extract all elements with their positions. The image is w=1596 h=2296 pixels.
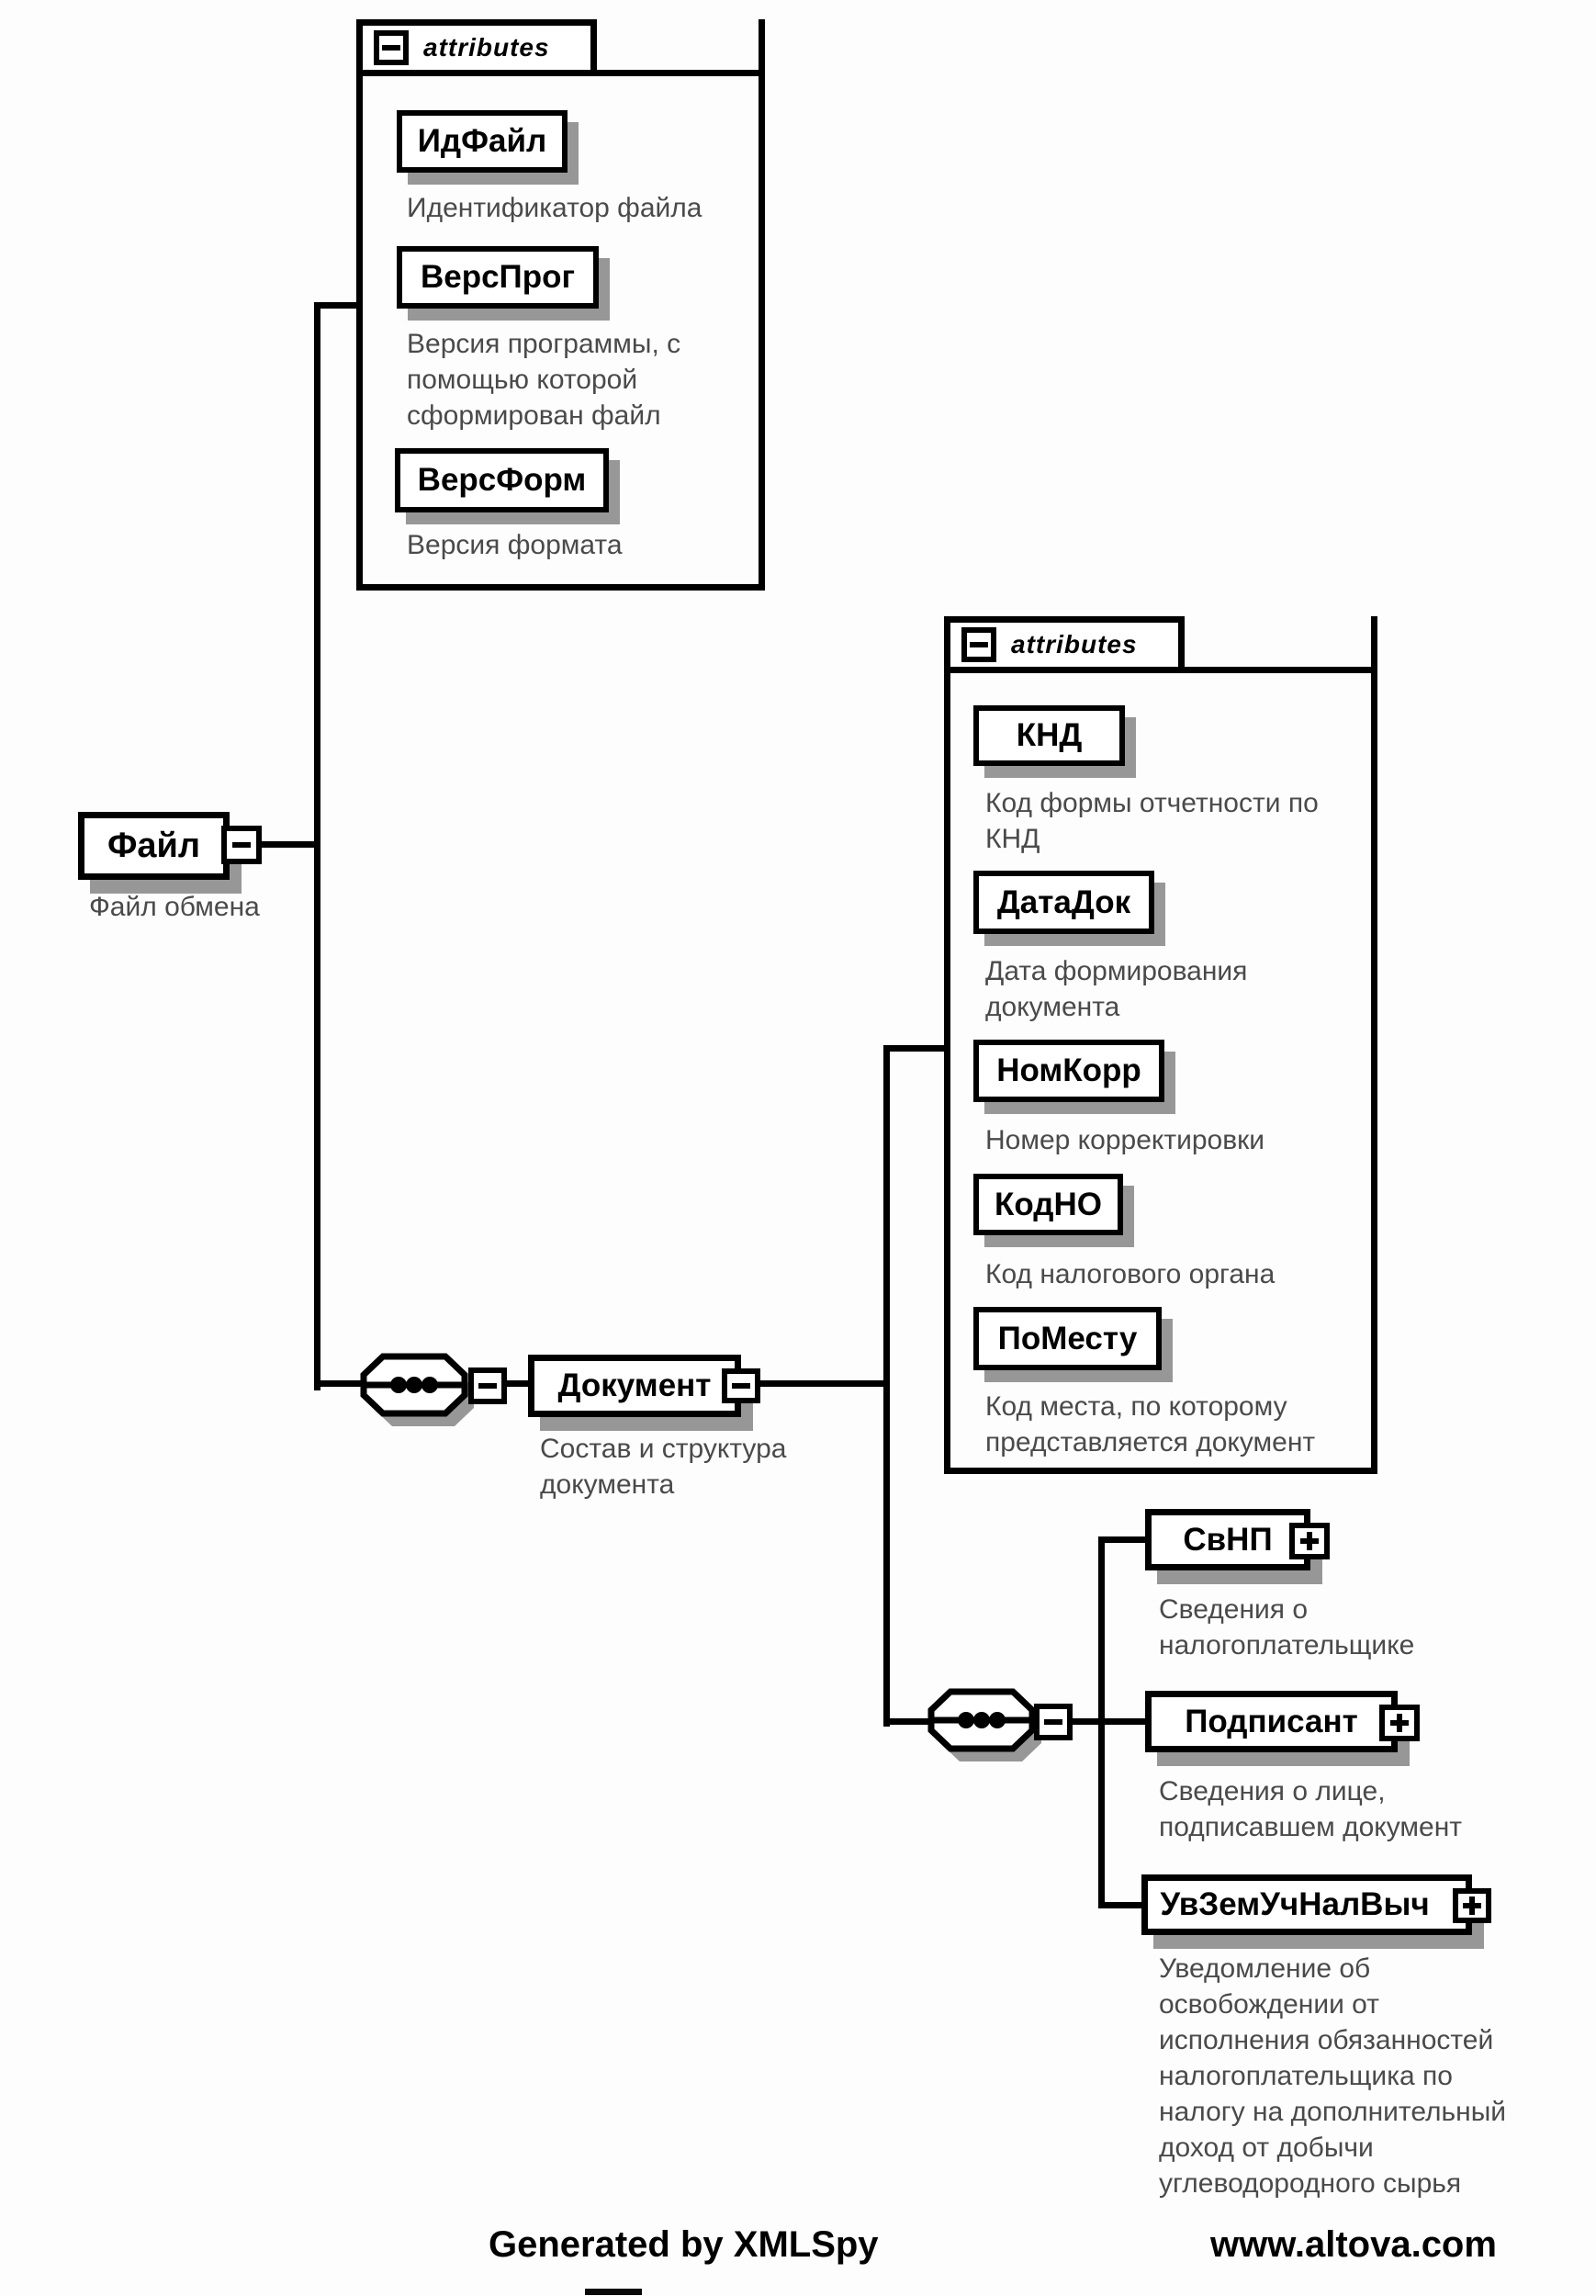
attr-idfile-box[interactable]: ИдФайл	[397, 110, 568, 173]
element-uvzemuchnalvych-box[interactable]: УвЗемУчНалВыч	[1141, 1874, 1472, 1935]
element-uvzemuchnalvych-annotation: Уведомление об освобождении от исполнени…	[1159, 1953, 1507, 2199]
element-uvzemuchnalvych-name: УвЗемУчНалВыч	[1160, 1886, 1430, 1922]
expand-icon[interactable]	[1453, 1888, 1491, 1923]
attributes-tab: attributes	[356, 19, 597, 76]
element-file-name: Файл	[107, 826, 201, 865]
element-file-box[interactable]: Файл	[78, 812, 230, 880]
connector-sequence1-document	[503, 1380, 533, 1387]
connector-trunk-sequence2-children	[1098, 1536, 1105, 1908]
attr-versform-annotation: Версия формата	[407, 530, 623, 560]
attributes-tab: attributes	[944, 616, 1185, 673]
attr-pomestu-annotation: Код места, по которому представляется до…	[985, 1391, 1316, 1458]
scan-artifact	[585, 2289, 642, 2295]
connector-elbow-sequence1	[314, 1380, 365, 1387]
attr-versprog-annotation: Версия программы, с помощью которой сфор…	[407, 329, 681, 431]
attr-idfile-name: ИдФайл	[417, 123, 547, 159]
attr-versprog-name: ВерсПрог	[420, 259, 576, 295]
collapse-icon[interactable]	[221, 826, 262, 864]
group-border-segment	[1178, 667, 1371, 673]
attr-kodno-annotation: Код налогового органа	[985, 1259, 1276, 1289]
sequence-icon	[360, 1353, 485, 1440]
element-podpisant-name: Подписант	[1185, 1703, 1358, 1739]
connector-document-trunk2	[756, 1380, 890, 1387]
collapse-icon[interactable]	[1034, 1704, 1073, 1740]
altova-website-link[interactable]: www.altova.com	[1210, 2224, 1497, 2265]
element-svnp-annotation: Сведения о налогоплательщике	[1159, 1594, 1415, 1660]
attr-datadok-name: ДатаДок	[996, 884, 1131, 920]
element-file-annotation: Файл обмена	[89, 892, 260, 922]
sequence-icon	[927, 1688, 1052, 1775]
generated-by-label: Generated by XMLSpy	[489, 2224, 879, 2265]
element-podpisant-annotation: Сведения о лице, подписавшем документ	[1159, 1776, 1463, 1842]
attr-nomkorr-annotation: Номер корректировки	[985, 1125, 1265, 1155]
connector-trunk-document-children	[883, 1045, 890, 1727]
attr-versform-box[interactable]: ВерсФорм	[395, 448, 609, 512]
element-document-annotation: Состав и структура документа	[540, 1434, 787, 1500]
element-document-name: Документ	[557, 1367, 712, 1403]
attr-nomkorr-box[interactable]: НомКорр	[973, 1040, 1164, 1102]
connector-file-trunk	[262, 841, 319, 848]
collapse-icon[interactable]	[374, 30, 409, 65]
attr-versprog-box[interactable]: ВерсПрог	[397, 246, 599, 309]
expand-icon[interactable]	[1379, 1705, 1420, 1741]
attr-knd-name: КНД	[1016, 717, 1083, 753]
element-document-box[interactable]: Документ	[528, 1355, 741, 1417]
connector-sequence2-podpisant	[1069, 1718, 1150, 1725]
attr-knd-annotation: Код формы отчетности по КНД	[985, 788, 1319, 854]
attr-versform-name: ВерсФорм	[417, 462, 587, 498]
element-podpisant-box[interactable]: Подписант	[1145, 1691, 1398, 1752]
attr-kodno-name: КодНО	[995, 1186, 1102, 1222]
attributes-label: attributes	[1011, 630, 1138, 658]
document-attributes-group: attributes КНД Код формы отчетности по К…	[944, 616, 1377, 1474]
attr-pomestu-box[interactable]: ПоМесту	[973, 1307, 1162, 1370]
attr-datadok-box[interactable]: ДатаДок	[973, 871, 1154, 934]
group-border-segment	[590, 70, 759, 76]
connector-elbow-uvzem	[1098, 1902, 1146, 1908]
attributes-label: attributes	[423, 33, 550, 62]
expand-icon[interactable]	[1289, 1523, 1330, 1559]
connector-elbow-sequence2	[883, 1718, 933, 1725]
element-svnp-box[interactable]: СвНП	[1145, 1509, 1310, 1570]
collapse-icon[interactable]	[961, 627, 996, 662]
attr-idfile-annotation: Идентификатор файла	[407, 193, 702, 223]
connector-elbow-attributes1	[314, 302, 362, 309]
attr-pomestu-name: ПоМесту	[997, 1320, 1138, 1356]
connector-trunk-file-children	[314, 302, 320, 1390]
attr-knd-box[interactable]: КНД	[973, 705, 1125, 766]
connector-elbow-attributes2	[883, 1045, 946, 1052]
file-attributes-group: attributes ИдФайл Идентификатор файла Ве…	[356, 19, 765, 591]
attr-kodno-box[interactable]: КодНО	[973, 1174, 1123, 1235]
element-svnp-name: СвНП	[1183, 1521, 1273, 1558]
connector-elbow-svnp	[1098, 1536, 1150, 1543]
collapse-icon[interactable]	[468, 1367, 507, 1404]
attr-datadok-annotation: Дата формирования документа	[985, 956, 1248, 1022]
attr-nomkorr-name: НомКорр	[996, 1052, 1141, 1088]
collapse-icon[interactable]	[722, 1368, 760, 1403]
